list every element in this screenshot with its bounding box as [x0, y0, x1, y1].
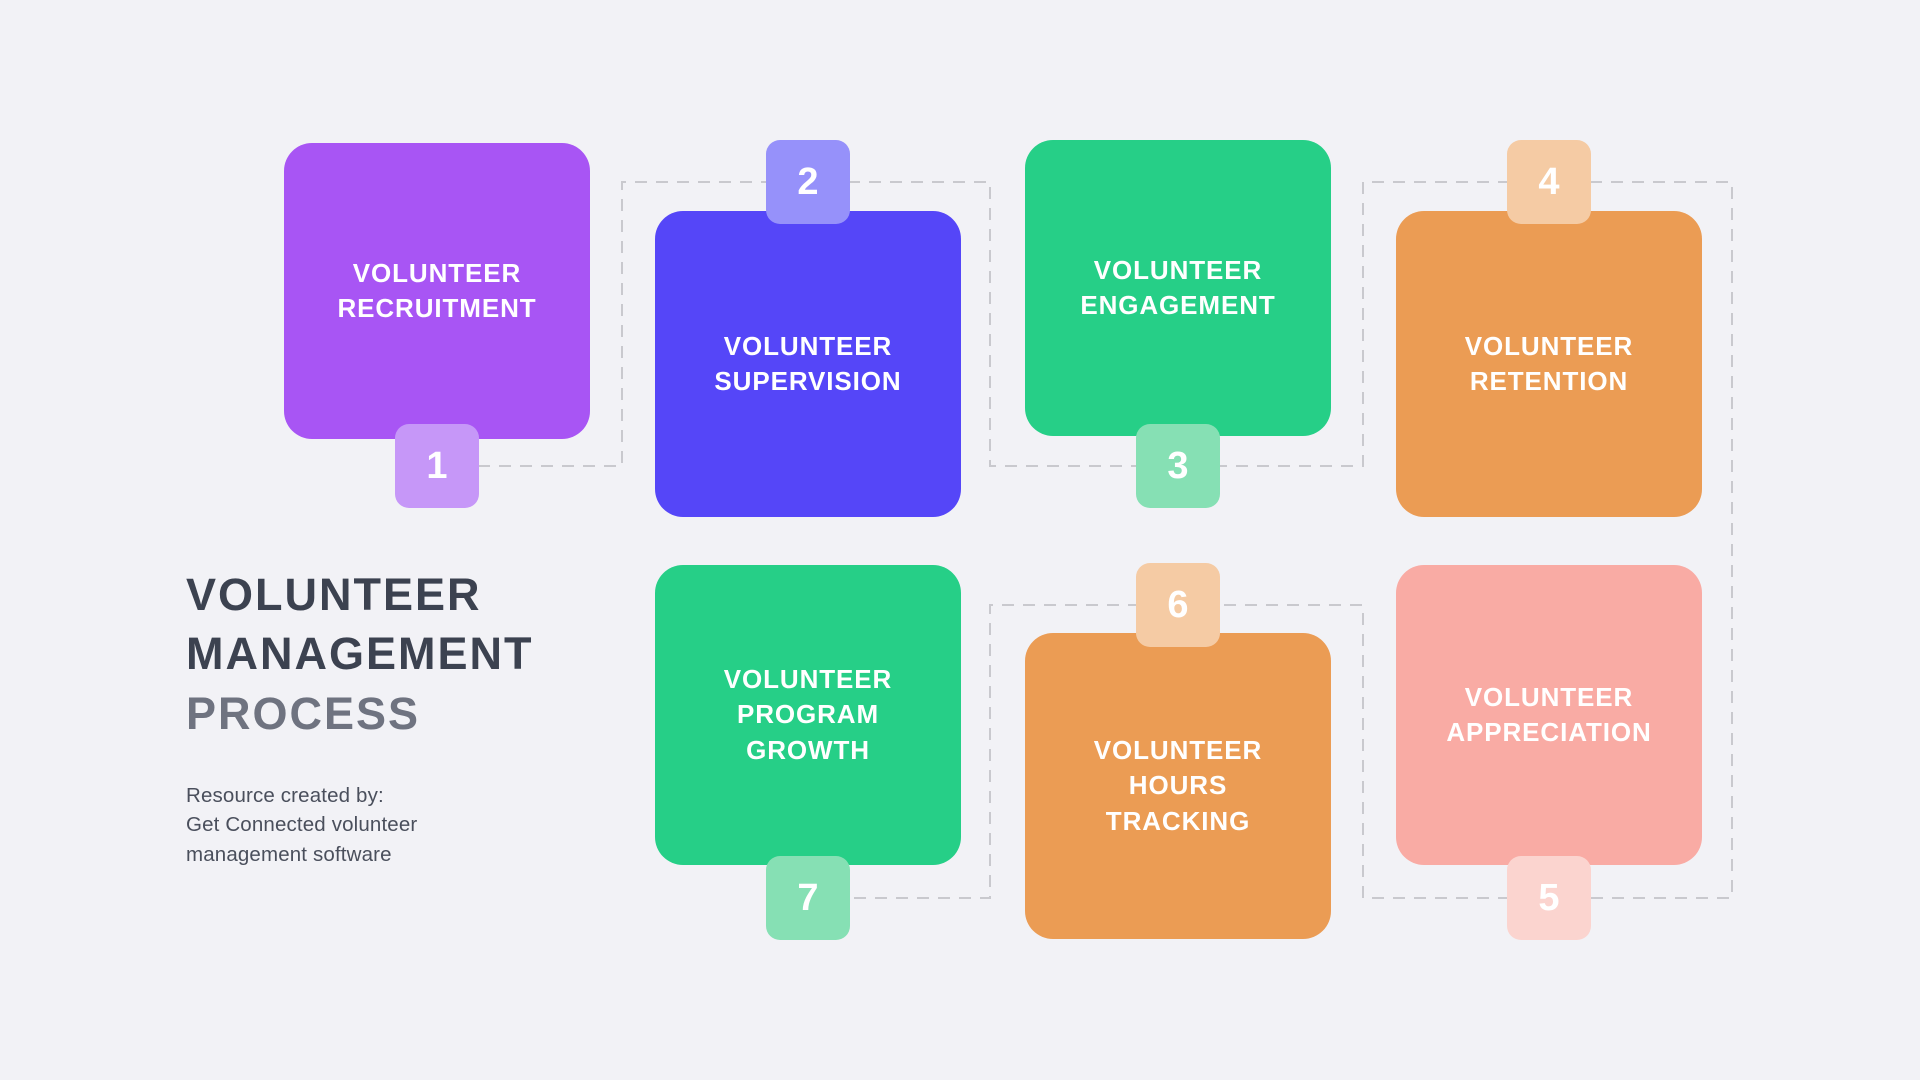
step-badge-6[interactable]: 6: [1136, 563, 1220, 647]
step-card-5-label: VOLUNTEER APPRECIATION: [1446, 681, 1652, 747]
step-badge-1[interactable]: 1: [395, 424, 479, 508]
step-badge-1-number: 1: [426, 445, 448, 487]
step-card-1[interactable]: VOLUNTEER RECRUITMENT: [284, 143, 590, 439]
step-badge-5-number: 5: [1538, 877, 1560, 919]
page-title: VOLUNTEER MANAGEMENT PROCESS Resource cr…: [186, 565, 616, 869]
step-badge-2[interactable]: 2: [766, 140, 850, 224]
attribution-line-1: Resource created by:: [186, 784, 384, 808]
step-badge-5[interactable]: 5: [1507, 856, 1591, 940]
step-card-5[interactable]: VOLUNTEER APPRECIATION: [1396, 565, 1702, 865]
step-card-6[interactable]: VOLUNTEER HOURS TRACKING: [1025, 633, 1331, 939]
title-line-1: VOLUNTEER: [186, 569, 482, 620]
step-card-3[interactable]: VOLUNTEER ENGAGEMENT: [1025, 140, 1331, 436]
step-badge-4[interactable]: 4: [1507, 140, 1591, 224]
attribution-text: Resource created by: Get Connected volun…: [186, 781, 616, 869]
step-card-3-label: VOLUNTEER ENGAGEMENT: [1080, 254, 1276, 320]
step-card-1-label: VOLUNTEER RECRUITMENT: [337, 257, 537, 323]
title-line-3: PROCESS: [186, 687, 421, 739]
title-line-2: MANAGEMENT: [186, 628, 534, 680]
step-badge-7-number: 7: [797, 877, 819, 919]
step-badge-3[interactable]: 3: [1136, 424, 1220, 508]
step-card-2-label: VOLUNTEER SUPERVISION: [714, 330, 902, 396]
step-card-6-label: VOLUNTEER HOURS TRACKING: [1093, 735, 1263, 836]
step-card-7-label: VOLUNTEER PROGRAM GROWTH: [723, 664, 893, 765]
step-badge-4-number: 4: [1538, 161, 1560, 203]
attribution-line-2: Get Connected volunteer: [186, 813, 418, 837]
step-badge-3-number: 3: [1167, 445, 1189, 487]
step-card-7[interactable]: VOLUNTEER PROGRAM GROWTH: [655, 565, 961, 865]
step-badge-2-number: 2: [797, 161, 819, 203]
step-card-4-label: VOLUNTEER RETENTION: [1464, 330, 1634, 396]
step-badge-6-number: 6: [1167, 584, 1189, 626]
step-card-2[interactable]: VOLUNTEER SUPERVISION: [655, 211, 961, 517]
step-badge-7[interactable]: 7: [766, 856, 850, 940]
step-card-4[interactable]: VOLUNTEER RETENTION: [1396, 211, 1702, 517]
attribution-line-3: management software: [186, 842, 392, 866]
